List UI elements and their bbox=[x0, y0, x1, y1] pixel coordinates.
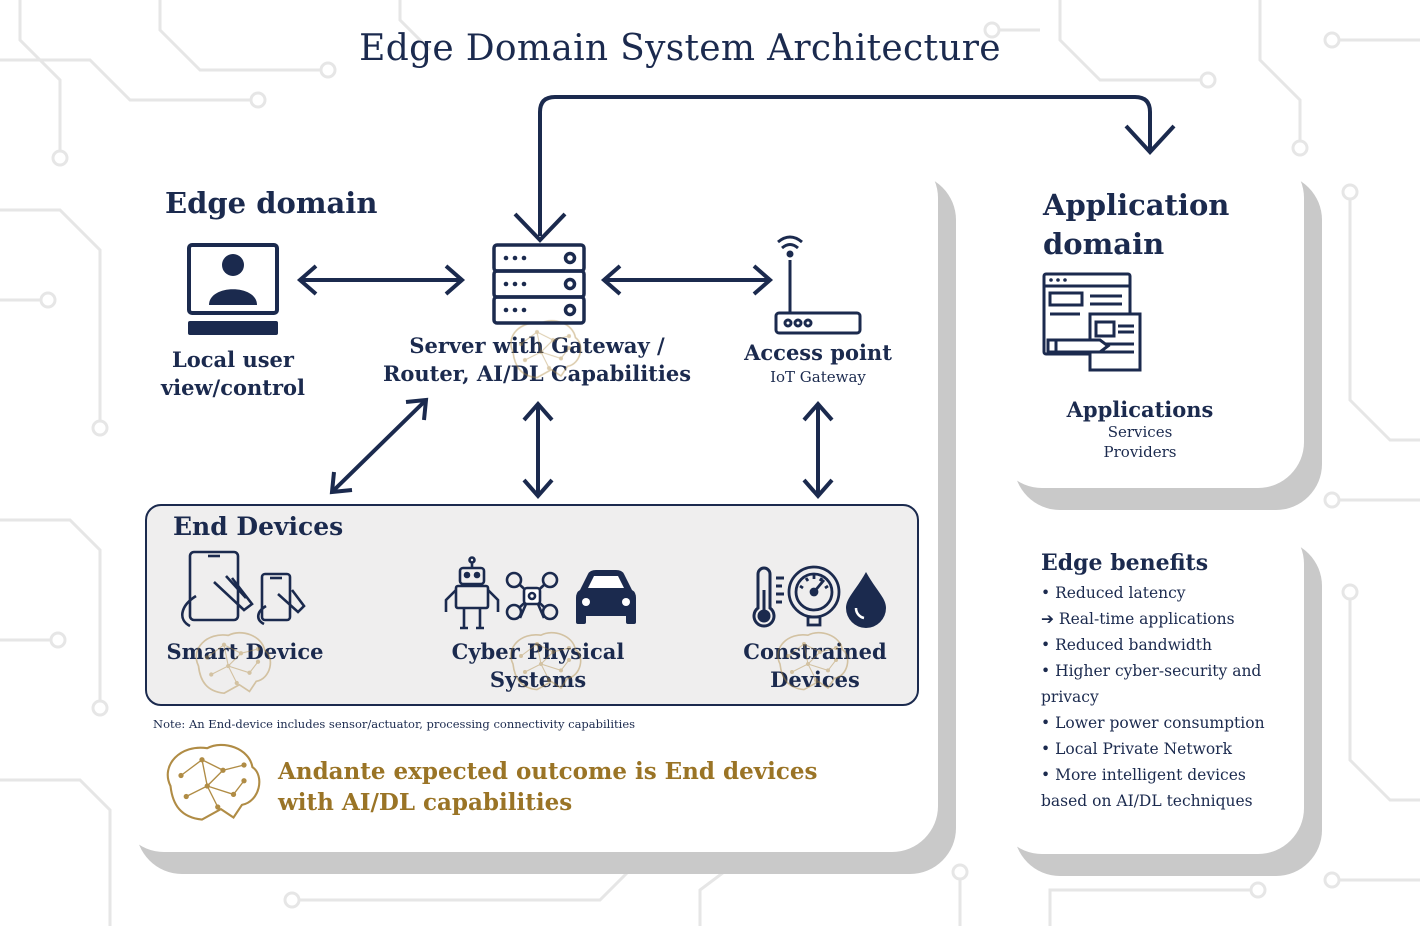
edge-benefits-panel bbox=[996, 518, 1304, 854]
benefit-item: • Local Private Network bbox=[1041, 740, 1232, 758]
phone-touch-icon bbox=[256, 572, 306, 626]
robot-icon bbox=[444, 556, 500, 630]
edge-benefits-heading: Edge benefits bbox=[1041, 550, 1209, 576]
tablet-touch-icon bbox=[181, 550, 254, 628]
server-icon bbox=[492, 243, 586, 325]
applications-sublabel: Services Providers bbox=[1103, 423, 1177, 461]
router-wifi-icon bbox=[774, 235, 862, 335]
iot-gateway-label: IoT Gateway bbox=[770, 368, 866, 386]
application-domain-heading: Application domain bbox=[1043, 188, 1230, 261]
local-user-label: Local user view/control bbox=[160, 347, 306, 400]
server-cps-arrow bbox=[522, 400, 554, 500]
end-devices-box bbox=[145, 504, 919, 706]
benefit-item: • Reduced latency bbox=[1041, 584, 1186, 602]
edge-domain-panel bbox=[118, 152, 938, 852]
monitor-user-icon bbox=[187, 243, 279, 335]
access-point-label: Access point bbox=[744, 340, 892, 365]
pressure-gauge-icon bbox=[787, 565, 841, 627]
ai-brain-icon bbox=[195, 319, 849, 695]
ai-brain-icon bbox=[166, 743, 261, 821]
edge-benefits-list: • Reduced latency ➔ Real-time applicatio… bbox=[1041, 580, 1289, 814]
drone-icon bbox=[505, 571, 559, 621]
application-domain-panel bbox=[996, 152, 1304, 488]
user-server-arrow bbox=[296, 264, 466, 296]
water-drop-icon bbox=[846, 572, 886, 628]
end-device-note: Note: An End-device includes sensor/actu… bbox=[153, 717, 636, 731]
car-icon bbox=[576, 570, 636, 624]
server-ap-arrow bbox=[600, 264, 774, 296]
server-to-application-arrow bbox=[513, 95, 1176, 243]
server-smart-arrow bbox=[329, 397, 429, 495]
end-devices-heading: End Devices bbox=[173, 512, 344, 541]
applications-label: Applications bbox=[1066, 397, 1214, 422]
benefit-item: • More intelligent devices based on AI/D… bbox=[1041, 766, 1253, 810]
benefit-item: ➔ Real-time applications bbox=[1041, 610, 1235, 628]
benefit-item: • Lower power consumption bbox=[1041, 714, 1265, 732]
benefit-item: • Reduced bandwidth bbox=[1041, 636, 1212, 654]
smart-device-label: Smart Device bbox=[166, 639, 324, 664]
edge-domain-heading: Edge domain bbox=[165, 186, 378, 220]
benefit-item: • Higher cyber-security and privacy bbox=[1041, 662, 1262, 706]
diagram-title: Edge Domain System Architecture bbox=[359, 28, 1001, 69]
web-app-icon bbox=[1042, 272, 1142, 372]
thermometer-icon bbox=[752, 566, 784, 628]
andante-outcome-text: Andante expected outcome is End devices … bbox=[278, 758, 818, 816]
ap-constrained-arrow bbox=[802, 400, 834, 500]
